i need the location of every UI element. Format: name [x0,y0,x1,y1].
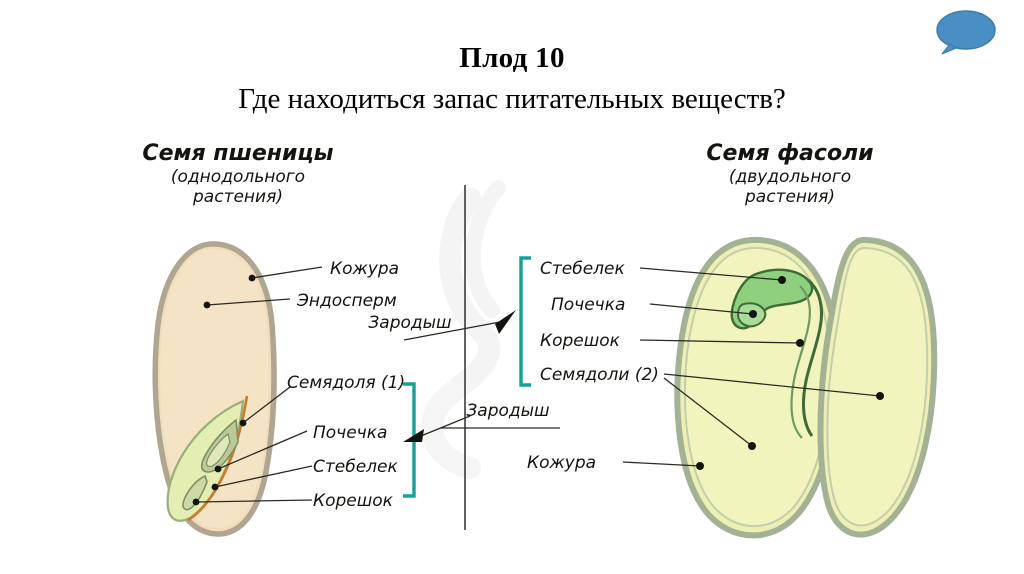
bean-label-kozhura: Кожура [527,453,596,473]
bean-left-cotyledon-inner [683,246,831,528]
bean-right-cotyledon-inner [826,246,929,527]
seed-structure-diagram: Семя пшеницы (однодольного растения) Кож… [142,141,938,539]
bean-subheading-line1: (двудольного [729,167,851,187]
bean-seed-figure [674,236,938,539]
watermark [421,180,506,479]
wheat-plumule-inner [206,432,231,468]
bean-heading: Семя фасоли [706,141,873,166]
wheat-subheading-line1: (однодольного [171,167,305,187]
center-embryo-label-upper: Зародыш [368,313,451,333]
bean-radicle [802,278,823,437]
wheat-subheading-line2: растения) [192,187,283,207]
center-embryo-arrow-upper [403,310,516,341]
bean-label-semyadoli: Семядоли (2) [540,365,659,385]
center-embryo-label-lower: Зародыш [466,401,549,421]
wheat-label-endosperm: Эндосперм [296,291,397,311]
bean-label-pochechka: Почечка [551,295,625,315]
wheat-label-pochechka: Почечка [313,423,387,443]
page-title: Плод 10 [459,42,565,74]
wheat-radicle [182,474,208,511]
wheat-seed-figure [152,241,277,537]
wheat-embryo-arrow [403,415,471,442]
speech-bubble-icon[interactable] [934,9,996,55]
bean-leader-lines [622,267,884,470]
wheat-label-stebelek: Стебелек [313,457,398,477]
wheat-label-koreshok: Корешок [313,491,394,511]
wheat-heading: Семя пшеницы [142,141,333,166]
wheat-label-semyadolya: Семядоля (1) [287,373,405,393]
page-question: Где находиться запас питательных веществ… [238,83,786,115]
wheat-leader-lines [192,266,323,506]
bean-subheading-line2: растения) [744,187,835,207]
bean-radicle-inner [790,285,811,439]
wheat-label-kozhura: Кожура [330,259,399,279]
bean-label-koreshok: Корешок [540,331,621,351]
bean-label-stebelek: Стебелек [540,259,625,279]
bean-embryo-bracket [519,256,531,387]
